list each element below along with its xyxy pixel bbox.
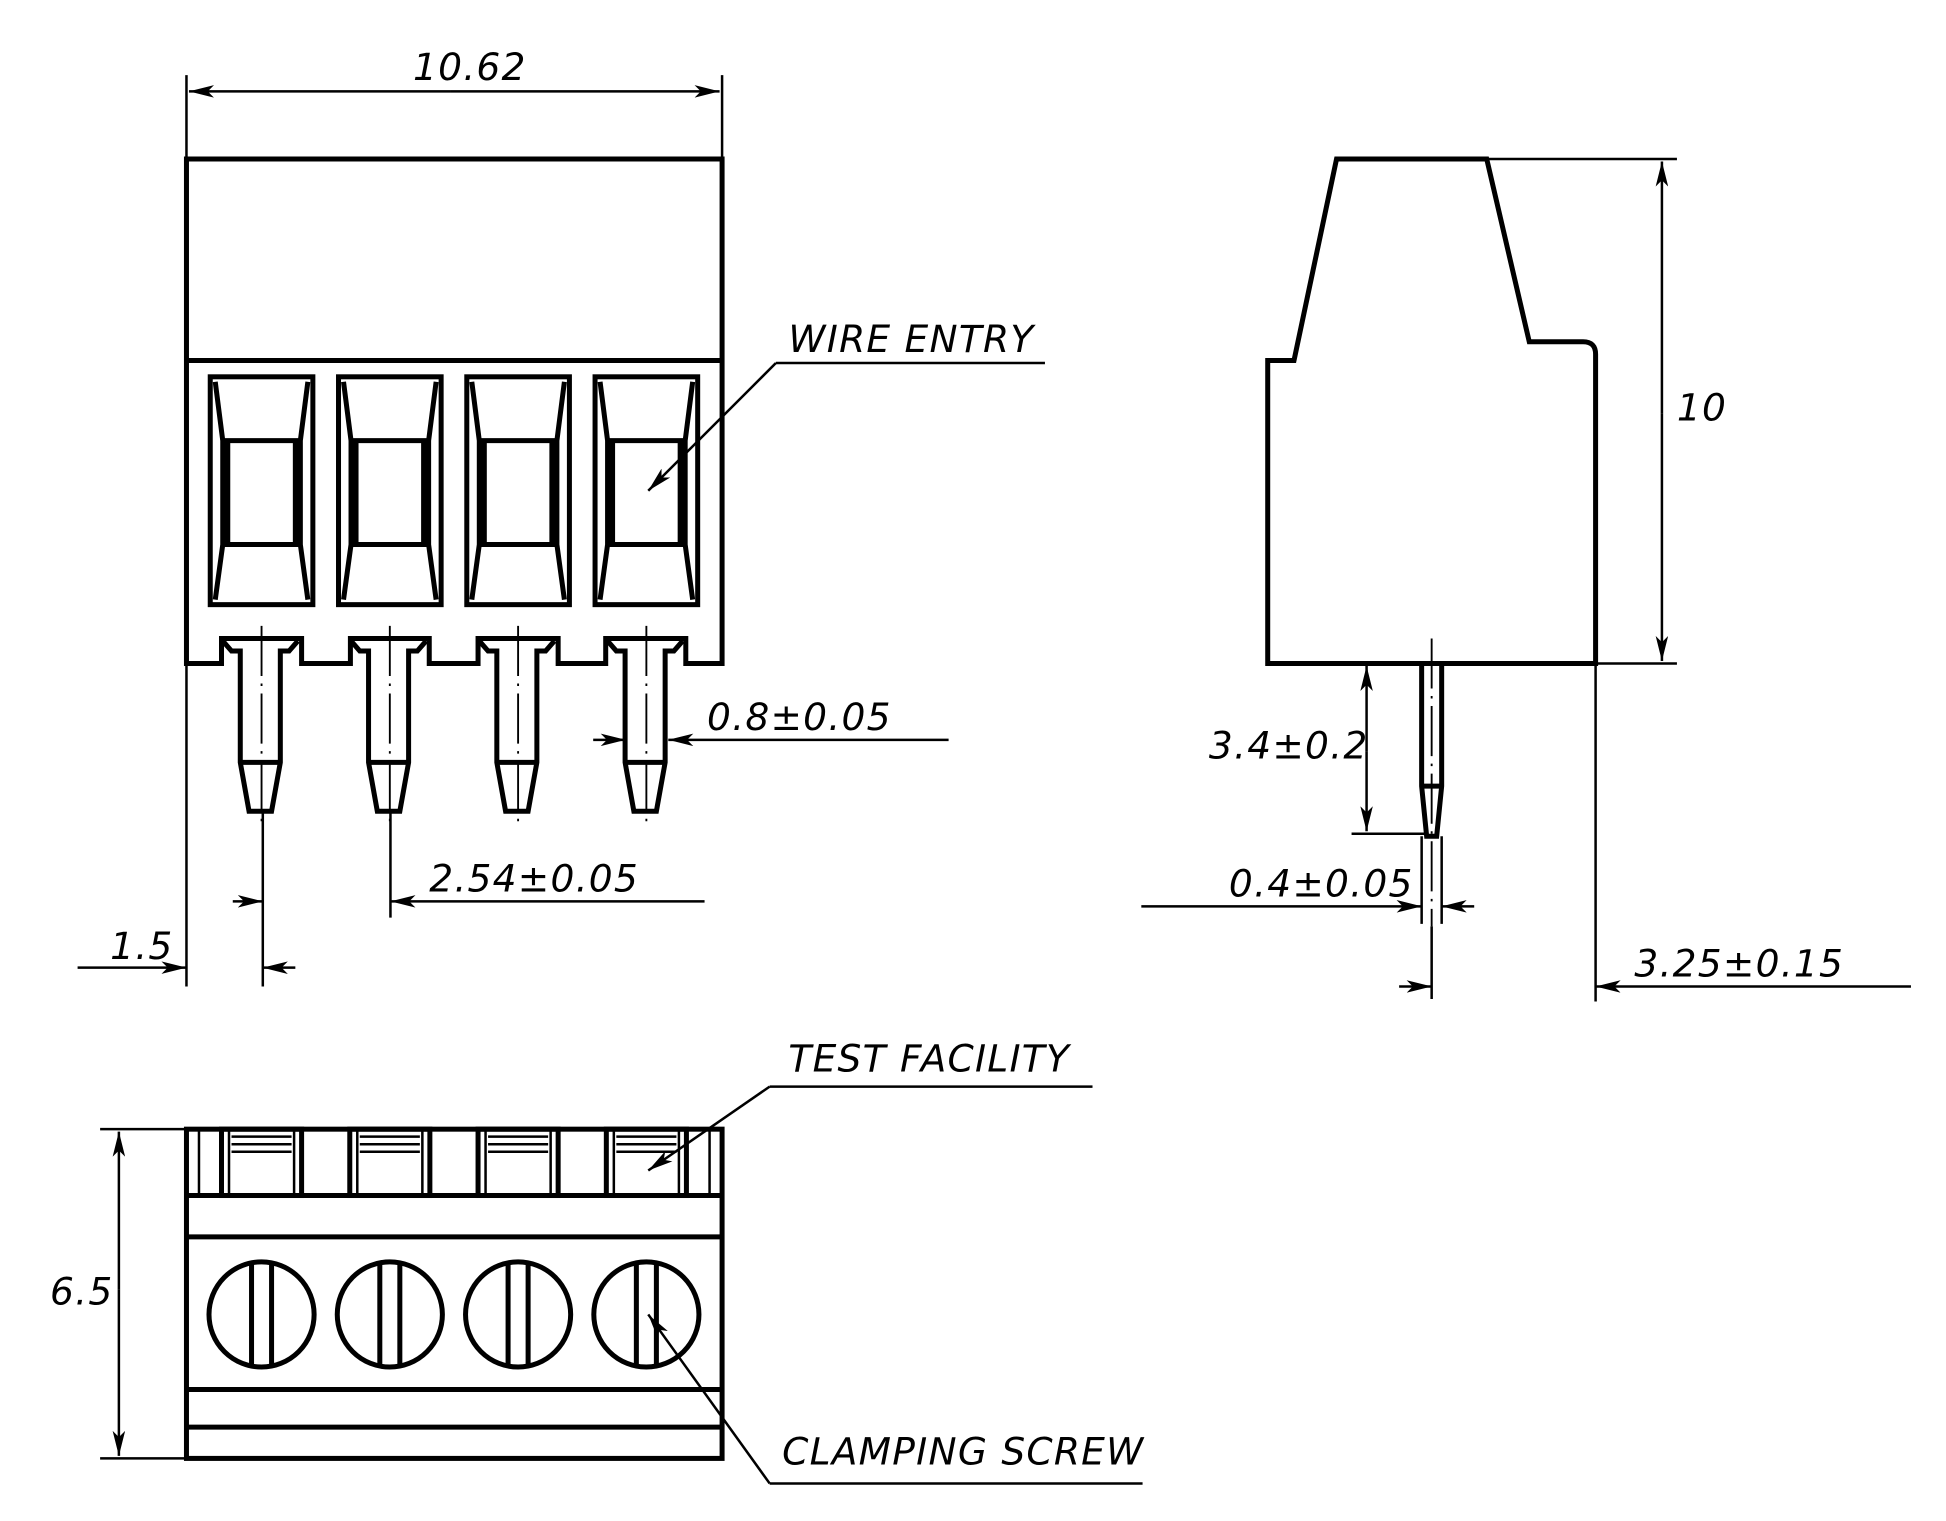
wire-entry-window: [464, 374, 572, 608]
dim-label: 2.54±0.05: [429, 856, 639, 900]
pin-outline: [349, 639, 429, 814]
pin-outline: [220, 639, 300, 814]
dim-label: 6.5: [50, 1269, 113, 1313]
test-facility-slot: [603, 1126, 689, 1199]
clamping-screw-head: [463, 1259, 574, 1370]
window-funnel: [341, 381, 439, 600]
test-facility-slot: [475, 1126, 561, 1199]
dim-pin-offset: 3.25±0.15: [1399, 663, 1911, 1002]
dim-label: 3.25±0.15: [1634, 941, 1844, 985]
pin: [220, 625, 300, 827]
wire-entry-window: [207, 374, 316, 608]
dim-height: 10: [1486, 157, 1727, 665]
pole-top: [591, 1126, 702, 1370]
pin: [605, 625, 685, 827]
top-view: [183, 1126, 725, 1461]
pole-top: [206, 1126, 317, 1370]
callout-label: CLAMPING SCREW: [782, 1430, 1145, 1474]
dim-label: 0.8±0.05: [707, 695, 892, 739]
dim-pin-width: 0.8±0.05: [593, 695, 949, 747]
screw-slot: [633, 1263, 659, 1366]
window-funnel: [469, 381, 567, 600]
screw-slot: [377, 1263, 403, 1366]
front-view: [183, 156, 725, 827]
window-funnel: [597, 381, 696, 600]
callout-clamping-screw: CLAMPING SCREW: [647, 1313, 1145, 1485]
clamping-screw-head: [334, 1259, 445, 1370]
screw-slot: [249, 1263, 275, 1366]
callout-label: TEST FACILITY: [788, 1037, 1072, 1081]
side-view: [1265, 156, 1599, 927]
window-outline: [464, 374, 572, 608]
dim-pin-pitch: 2.54±0.05: [232, 811, 705, 918]
pole-top: [334, 1126, 445, 1370]
wire-entry-window: [336, 374, 444, 608]
callout-wire-entry: WIRE ENTRY: [647, 317, 1045, 492]
test-facility-slot: [219, 1126, 305, 1199]
dim-label: 0.4±0.05: [1229, 861, 1414, 905]
callout-label: WIRE ENTRY: [788, 317, 1036, 361]
test-facility-slot: [347, 1126, 433, 1199]
window-outline: [336, 374, 444, 608]
window-outline: [207, 374, 316, 608]
screw-slot: [505, 1263, 531, 1366]
test-facility-detail: [227, 1129, 296, 1196]
dim-edge-to-pin: 1.5: [77, 663, 296, 987]
clamping-screw-head: [591, 1259, 702, 1370]
dim-overall-width: 10.62: [185, 45, 724, 159]
wire-entry-window: [592, 374, 701, 608]
test-facility-detail: [612, 1129, 681, 1196]
callout-test-facility: TEST FACILITY: [647, 1037, 1093, 1172]
pin: [349, 625, 429, 827]
dim-depth: 6.5: [50, 1127, 187, 1460]
pin-outline: [477, 639, 557, 814]
clamping-screw-head: [206, 1259, 317, 1370]
dim-label: 1.5: [110, 924, 173, 968]
dim-pin-length: 3.4±0.2: [1209, 665, 1427, 835]
dim-label: 3.4±0.2: [1209, 724, 1369, 768]
window-funnel: [212, 381, 311, 600]
pin-outline: [605, 639, 685, 814]
pin: [477, 625, 557, 827]
dim-label: 10.62: [413, 45, 527, 89]
dim-pin-thickness: 0.4±0.05: [1141, 836, 1475, 924]
test-facility-detail: [356, 1129, 424, 1196]
dim-label: 10: [1677, 386, 1727, 430]
window-outline: [592, 374, 701, 608]
test-facility-detail: [484, 1129, 552, 1196]
pole-top: [463, 1126, 574, 1370]
